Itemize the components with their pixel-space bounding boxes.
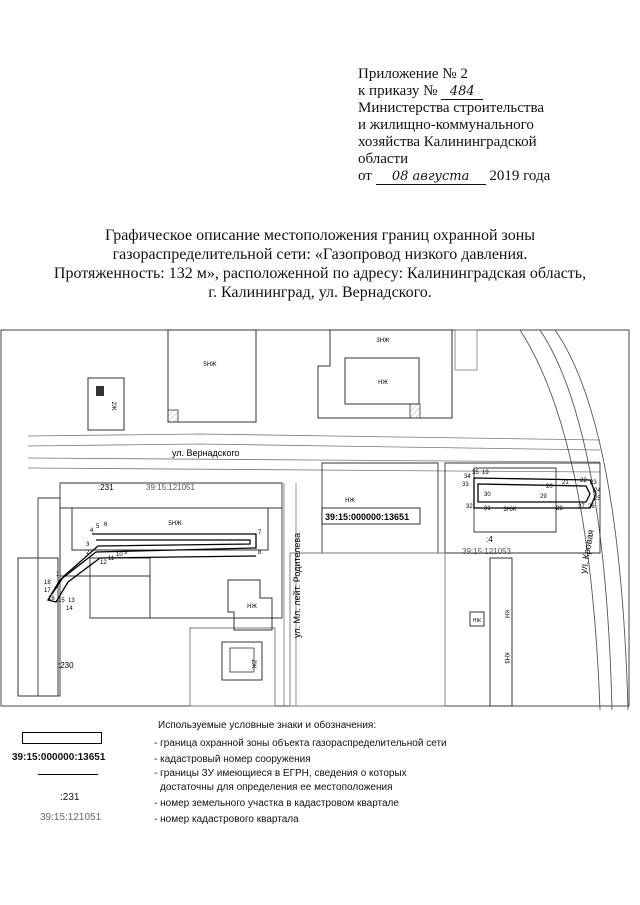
parcel-label: :4: [486, 535, 493, 544]
boundary-point: 15: [58, 598, 65, 604]
boundary-point: 25: [594, 496, 601, 502]
boundary-point: 35: [472, 470, 479, 476]
boundary-point: 28: [556, 506, 563, 512]
boundary-point: 18: [44, 580, 51, 586]
order-date: от 08 августа 2019 года: [358, 168, 551, 185]
legend-item-cadastral: - кадастровый номер сооружения: [154, 754, 311, 765]
boundary-point: 26: [588, 504, 595, 510]
protection-zone-west: [46, 533, 257, 603]
building-label: 5НЖ: [168, 521, 182, 527]
boundary-point: 20: [546, 484, 553, 490]
buildings-north: [87, 329, 478, 431]
boundary-point: 14: [66, 606, 73, 612]
order-reference: к приказу № 484: [358, 83, 628, 100]
boundary-point: 21: [562, 480, 569, 486]
boundary-point: 19: [482, 470, 489, 476]
boundary-point: 9: [124, 550, 128, 556]
legend-title: Используемые условные знаки и обозначени…: [158, 720, 377, 731]
cadastral-map: 5НЖ 2Ж 3НЖ НЖ ул. Вернадского 5НЖ НЖ 2Ж …: [0, 318, 640, 710]
legend-quarter-symbol: 39:15:121051: [40, 812, 102, 823]
boundary-point: 32: [466, 504, 473, 510]
title-line-2: газораспределительной сети: «Газопровод …: [112, 246, 528, 263]
street-roditeleva-road: [283, 483, 297, 706]
boundary-point: 12: [100, 560, 107, 566]
boundary-point: 34: [464, 474, 471, 480]
legend-boundary-symbol: [38, 774, 98, 775]
ministry-line-1: Министерства строительства: [358, 100, 545, 116]
building-label: НЖ: [247, 604, 257, 610]
building-label: КН3: [503, 652, 509, 664]
boundary-point: 1: [56, 572, 60, 578]
order-number: 484: [441, 85, 484, 100]
building-label: НЖ: [378, 380, 388, 386]
title-line-3: Протяженность: 132 м», расположенной по …: [53, 265, 587, 282]
boundary-point-labels: 1 2 3 4 5 6 7 8 9 10 11 12 13 14 15 16 1…: [44, 470, 601, 612]
ministry-line-2: и жилищно-коммунального: [358, 117, 534, 133]
boundary-point: 17: [44, 588, 51, 594]
boundary-point: 13: [68, 598, 75, 604]
boundary-point: 8: [258, 550, 262, 556]
boundary-point: 16: [48, 596, 55, 602]
ministry-line-3: хозяйства Калининградской: [358, 134, 537, 150]
boundary-point: 4: [90, 528, 94, 534]
boundary-point: 29: [540, 494, 547, 500]
order-header: Приложение № 2 к приказу № 484 Министерс…: [358, 66, 628, 185]
boundary-point: 33: [462, 482, 469, 488]
appendix-label: Приложение № 2: [358, 66, 468, 82]
boundary-point: 30: [484, 492, 491, 498]
title-line-1: Графическое описание местоположения гран…: [104, 227, 536, 244]
boundary-point: 3: [86, 542, 90, 548]
boundary-point: 10: [116, 552, 123, 558]
protection-zone-east: [473, 477, 597, 509]
boundary-point: 23: [590, 480, 597, 486]
parcel-label: :230: [58, 661, 74, 670]
title-line-4: г. Калининград, ул. Вернадского.: [208, 284, 432, 301]
boundary-point: 22: [580, 478, 587, 484]
boundary-point: 31: [484, 506, 491, 512]
building-label: 5НЖ: [203, 362, 217, 368]
street-vernadskogo-label: ул. Вернадского: [172, 448, 239, 458]
boundary-point: 11: [108, 556, 115, 562]
building-label: НЖ: [473, 618, 482, 624]
building-label: КН: [503, 610, 509, 618]
boundary-point: 5: [96, 524, 100, 530]
building-label: НЖ: [345, 498, 355, 504]
document-title: Графическое описание местоположения гран…: [40, 226, 600, 302]
legend-item-boundary: - границы ЗУ имеющиеся в ЕГРН, сведения …: [154, 768, 407, 779]
legend-protection-zone-symbol: [22, 732, 102, 744]
street-roditeleva-label: ул. Мл. лейт. Родителева: [292, 533, 302, 638]
boundary-point: 6: [104, 522, 108, 528]
legend-parcel-symbol: :231: [60, 792, 80, 803]
building-label: 3НЖ: [503, 507, 517, 513]
legend-item-boundary-cont: достаточны для определения ее местополож…: [160, 782, 393, 793]
legend-cadastral-symbol: 39:15:000000:13651: [12, 752, 106, 763]
street-vernadskogo-road: [27, 433, 601, 473]
quarter-label: 39:15:121053: [462, 547, 511, 556]
boundary-point: 27: [578, 504, 585, 510]
handwritten-date: 08 августа: [375, 170, 486, 185]
building-label: 3НЖ: [376, 338, 390, 344]
quarter-label: 39:15:121051: [146, 483, 195, 492]
street-krovaya-road: [519, 329, 629, 710]
building-label: 2Ж: [250, 660, 256, 669]
legend-item-protection-zone: - граница охранной зоны объекта газорасп…: [154, 738, 447, 749]
boundary-point: 7: [258, 530, 262, 536]
legend-item-parcel: - номер земельного участка в кадастровом…: [154, 798, 399, 809]
cadastral-number-label: 39:15:000000:13651: [325, 512, 409, 522]
legend-item-quarter: - номер кадастрового квартала: [154, 814, 299, 825]
building-label: 2Ж: [110, 402, 116, 411]
boundary-point: 24: [594, 488, 601, 494]
boundary-point: 2: [86, 550, 90, 556]
ministry-line-4: области: [358, 151, 409, 167]
parcel-label: :231: [98, 483, 114, 492]
